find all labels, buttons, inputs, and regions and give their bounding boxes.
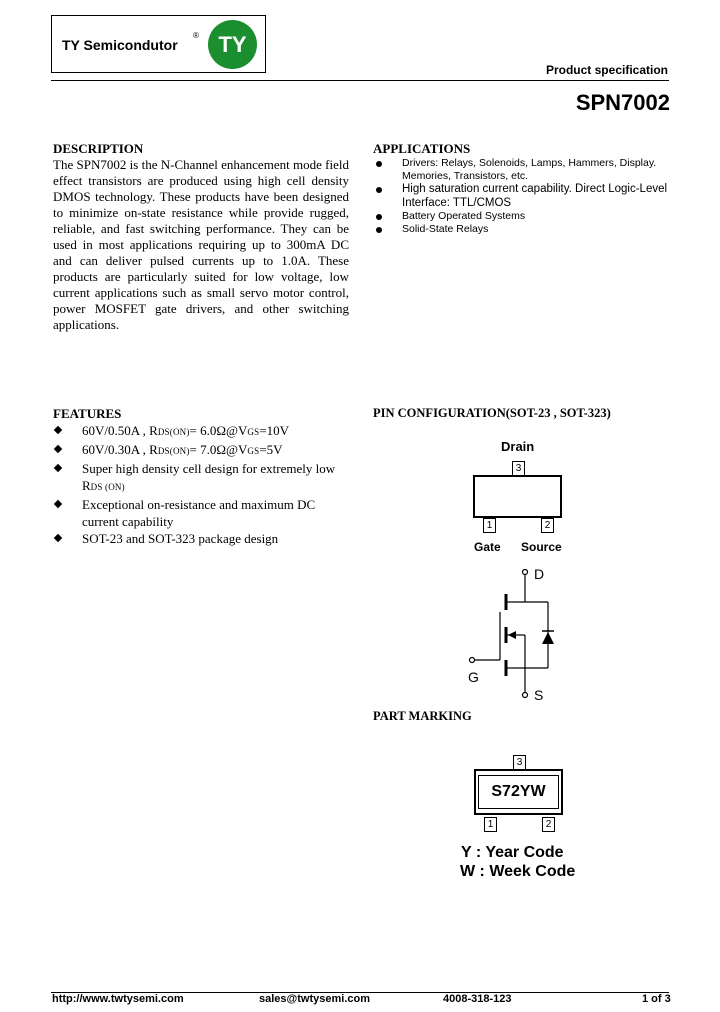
- diamond-bullet-icon: [53, 444, 63, 454]
- drain-label: Drain: [501, 439, 535, 454]
- pin-3-box: 3: [512, 461, 525, 476]
- bullet-icon: [376, 187, 382, 194]
- list-item: High saturation current capability. Dire…: [374, 183, 674, 209]
- logo-frame: [51, 15, 266, 73]
- description-heading: DESCRIPTION: [53, 141, 144, 156]
- source-label: Source: [521, 540, 562, 554]
- list-item: Solid-State Relays: [374, 223, 674, 236]
- part-number-title: SPN7002: [575, 90, 670, 115]
- doc-type: Product specification: [545, 63, 668, 77]
- features-heading: FEATURES: [53, 406, 122, 421]
- description-body: The SPN7002 is the N-Channel enhancement…: [53, 157, 349, 332]
- bullet-icon: [376, 161, 382, 167]
- gate-terminal-label: G: [468, 669, 479, 685]
- marking-code: S72YW: [491, 783, 546, 800]
- marking-pin-2-box: 2: [542, 817, 555, 832]
- header-rule: [51, 80, 669, 81]
- applications-list: Drivers: Relays, Solenoids, Lamps, Hamme…: [374, 157, 674, 236]
- list-item: Super high density cell design for extre…: [53, 460, 353, 496]
- marking-pin-3-box: 3: [513, 755, 526, 770]
- list-item: 60V/0.50A , RDS(ON)= 6.0Ω@VGS=10V: [53, 422, 353, 441]
- footer-url-link[interactable]: http://www.twtysemi.com: [52, 993, 184, 1005]
- package-body: [473, 475, 562, 518]
- logo-icon: TY: [208, 20, 257, 69]
- marking-pin-1-box: 1: [484, 817, 497, 832]
- pin-1-box: 1: [483, 518, 496, 533]
- applications-heading: APPLICATIONS: [373, 141, 471, 156]
- list-item: Drivers: Relays, Solenoids, Lamps, Hamme…: [374, 157, 674, 183]
- registered-mark: ®: [193, 31, 199, 40]
- mosfet-symbol-icon: [468, 568, 554, 699]
- list-item: SOT-23 and SOT-323 package design: [53, 530, 353, 547]
- page-number: 1 of 3: [642, 993, 671, 1005]
- list-item: 60V/0.30A , RDS(ON)= 7.0Ω@VGS=5V: [53, 441, 353, 460]
- diamond-bullet-icon: [53, 533, 63, 543]
- bullet-icon: [376, 213, 382, 220]
- gate-label: Gate: [474, 540, 501, 554]
- year-code-legend: Y : Year Code: [461, 844, 564, 861]
- diamond-bullet-icon: [53, 425, 63, 435]
- footer-phone: 4008-318-123: [443, 993, 512, 1005]
- pin-2-box: 2: [541, 518, 554, 533]
- week-code-legend: W : Week Code: [460, 863, 576, 880]
- bullet-icon: [376, 227, 382, 234]
- drain-terminal-label: D: [534, 566, 545, 582]
- list-item: Battery Operated Systems: [374, 210, 674, 223]
- diamond-bullet-icon: [53, 463, 63, 473]
- features-list: 60V/0.50A , RDS(ON)= 6.0Ω@VGS=10V 60V/0.…: [53, 422, 353, 547]
- footer-email-link[interactable]: sales@twtysemi.com: [259, 993, 370, 1005]
- marking-chip: S72YW: [478, 775, 559, 809]
- source-terminal-label: S: [534, 687, 544, 703]
- diamond-bullet-icon: [53, 499, 63, 509]
- footer-rule: [51, 992, 669, 993]
- pin-config-heading: PIN CONFIGURATION(SOT-23 , SOT-323): [373, 406, 611, 420]
- logo-text: TY Semicondutor: [62, 37, 178, 53]
- part-marking-heading: PART MARKING: [373, 709, 472, 723]
- list-item: Exceptional on-resistance and maximum DC…: [53, 496, 353, 530]
- marking-package-body: [474, 769, 563, 815]
